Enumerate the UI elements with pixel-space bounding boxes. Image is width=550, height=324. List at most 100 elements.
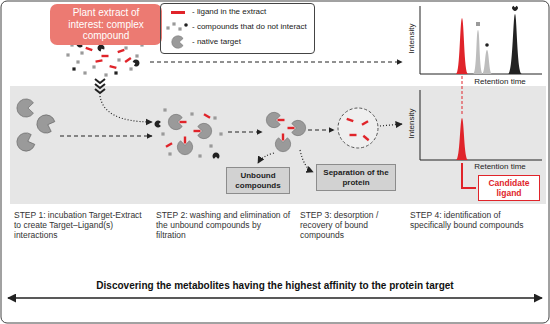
incubation-mixture — [190, 112, 193, 115]
node-text: Separation of the protein — [321, 168, 391, 187]
bound-complexes — [282, 134, 284, 141]
double-arrow — [8, 297, 542, 299]
extract-mixture — [124, 57, 131, 63]
extract-mixture — [76, 60, 79, 63]
extract-mixture — [92, 65, 95, 68]
step-text: STEP 1: incubation Target-Extract to cre… — [14, 210, 146, 240]
extract-mixture — [117, 49, 124, 54]
recovered-ligands — [361, 120, 368, 126]
extract-mixture — [102, 55, 109, 57]
extract-mixture — [80, 51, 83, 54]
native-targets — [34, 112, 56, 135]
chromatogram-top — [482, 50, 492, 74]
dashed-arrow — [228, 132, 262, 133]
step-text: STEP 3: desorption / recovery of bound c… — [300, 210, 402, 240]
chromatogram-top — [476, 22, 480, 26]
extract-mixture — [72, 67, 75, 70]
native-targets — [14, 131, 36, 154]
step-text: STEP 2: washing and elimination of the u… — [156, 210, 292, 240]
chromatogram-top — [420, 6, 542, 74]
native-targets — [17, 99, 34, 117]
incubation-mixture — [168, 152, 171, 155]
extract-mixture — [96, 43, 105, 52]
legend-compounds-icon — [184, 23, 188, 27]
node-text: Plant extract of interest: complex compo… — [55, 7, 157, 42]
axis-label: Retention time — [464, 77, 536, 86]
chromatogram-top — [512, 6, 518, 11]
legend-text: - compounds that do not interact — [192, 21, 307, 33]
chromatogram-top — [473, 30, 483, 74]
axis-label: Intensity — [407, 14, 416, 64]
bound-complexes — [266, 112, 305, 151]
incubation-mixture — [168, 114, 211, 154]
chromatogram-top — [420, 6, 542, 74]
dashed-arrow — [150, 62, 402, 63]
chromatogram-bottom — [456, 118, 468, 160]
extract-mixture — [135, 54, 138, 57]
dashed-arrow — [60, 136, 152, 137]
node-text: Unbound compounds — [231, 171, 285, 190]
chevron-arrow — [95, 89, 105, 93]
extract-mixture — [114, 71, 117, 74]
incubation-mixture — [161, 108, 222, 157]
incubation-mixture — [219, 132, 222, 135]
process-band — [10, 86, 546, 204]
peak-guide — [462, 76, 463, 116]
chromatogram-top — [456, 18, 468, 74]
legend-text: - ligand in the extract — [192, 6, 266, 18]
extract-mixture — [117, 58, 120, 61]
extract-mixture — [132, 59, 140, 68]
dotted-arrow — [300, 150, 313, 172]
recovered-ligands — [338, 108, 378, 148]
extract-mixture — [95, 59, 102, 63]
source-box: Plant extract of interest: complex compo… — [50, 4, 162, 45]
extract-mixture — [124, 46, 127, 49]
step-text: STEP 4: identification of specifically b… — [410, 210, 544, 230]
native-targets — [14, 99, 56, 154]
dotted-arrow — [100, 96, 152, 122]
chromatogram-bottom — [420, 90, 542, 160]
legend-compounds-icon — [166, 22, 187, 30]
incubation-mixture — [165, 142, 172, 148]
incubation-mixture — [198, 154, 201, 157]
extract-mixture — [129, 67, 132, 70]
legend-target-icon — [172, 36, 183, 49]
process-box: Unbound compounds — [226, 167, 290, 194]
recovered-ligands — [350, 134, 357, 136]
bound-complexes — [278, 119, 285, 121]
incubation-mixture — [203, 113, 210, 119]
process-box: Separation of the protein — [316, 164, 396, 191]
incubation-mixture — [154, 121, 160, 128]
extract-mixture — [66, 53, 69, 56]
banner-text: Discovering the metabolites having the h… — [5, 280, 545, 292]
result-box: Candidate ligand — [478, 175, 540, 201]
incubation-mixture — [209, 144, 212, 147]
legend-compounds-icon — [172, 22, 175, 25]
incubation-mixture — [194, 130, 201, 132]
dashed-arrow — [308, 130, 334, 131]
dotted-arrow — [380, 124, 402, 126]
incubation-mixture — [180, 121, 187, 123]
chromatogram-top — [485, 43, 489, 47]
chromatogram-bottom — [420, 90, 542, 160]
incubation-mixture — [161, 132, 164, 135]
extract-mixture — [109, 65, 116, 69]
recovered-ligands — [346, 118, 369, 141]
chevron-arrow — [95, 79, 105, 93]
incubation-mixture — [213, 116, 216, 119]
legend-compounds-icon — [178, 27, 181, 30]
extract-mixture — [85, 47, 92, 52]
chromatogram-top — [508, 14, 522, 74]
recovered-ligands — [346, 118, 353, 123]
chevron-arrow — [95, 79, 105, 83]
chevron-arrow — [95, 84, 105, 88]
axis-label: Retention time — [464, 162, 536, 171]
incubation-mixture — [165, 113, 210, 148]
dotted-arrow — [258, 153, 274, 163]
bound-complexes — [278, 119, 295, 141]
incubation-mixture — [163, 108, 166, 111]
